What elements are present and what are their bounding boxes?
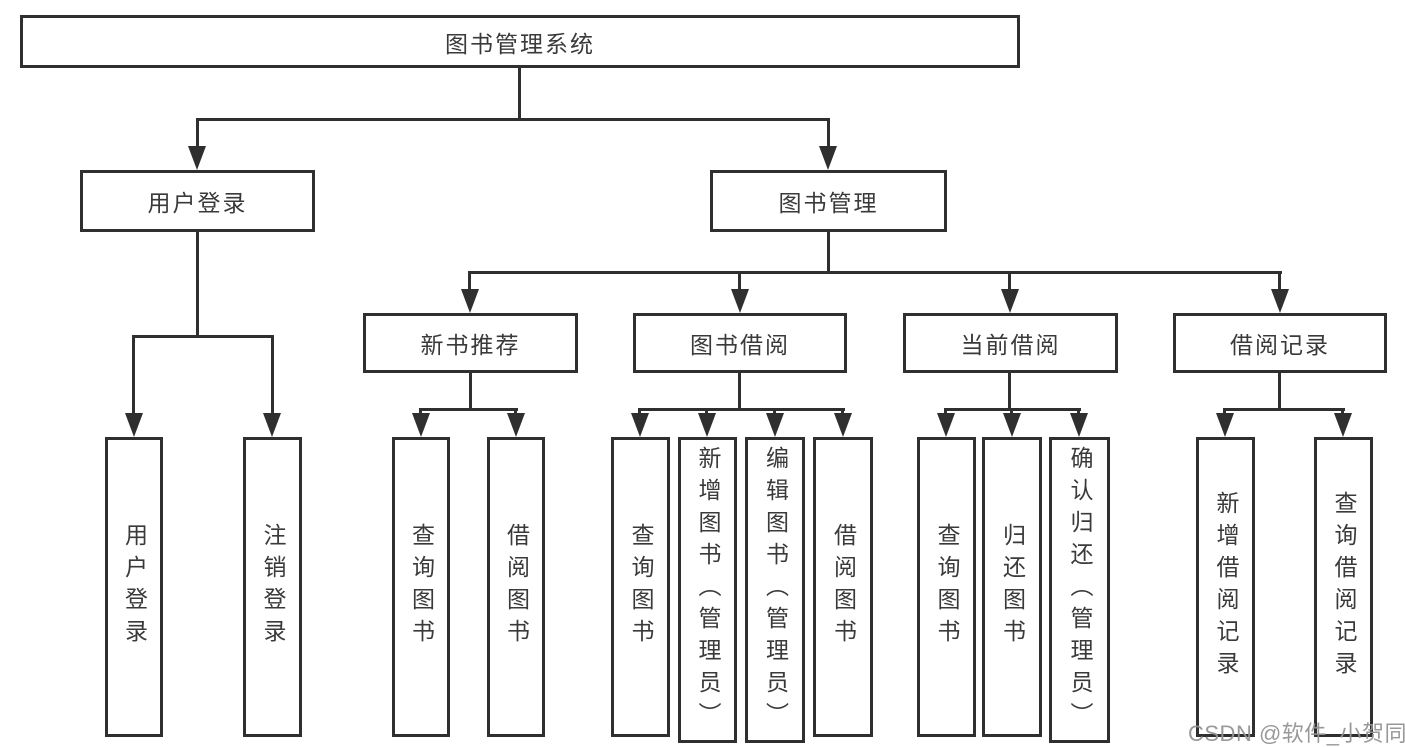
arrow-down-icon <box>507 413 525 437</box>
leaf-return-books: 归还图书 <box>982 437 1042 737</box>
arrow-down-icon <box>1003 413 1021 437</box>
connector-vline <box>827 232 830 274</box>
connector-vline <box>1008 271 1011 291</box>
arrow-down-icon <box>1271 289 1289 313</box>
node-label: 归还图书 <box>999 523 1026 651</box>
connector-vline <box>196 118 199 148</box>
node-borrow-records: 借阅记录 <box>1173 313 1387 373</box>
connector-hline <box>1223 408 1345 411</box>
node-label: 编辑图书（管理员） <box>762 446 789 734</box>
node-label: 图书借阅 <box>690 332 790 358</box>
connector-vline <box>638 408 641 415</box>
connector-vline <box>1278 373 1281 411</box>
arrow-down-icon <box>412 413 430 437</box>
arrow-down-icon <box>263 413 281 437</box>
node-label: 新增图书（管理员） <box>695 446 721 734</box>
connector-vline <box>271 335 274 415</box>
connector-vline <box>1077 408 1080 415</box>
arrow-down-icon <box>1334 413 1352 437</box>
node-library-system: 图书管理系统 <box>20 15 1020 68</box>
node-label: 借阅记录 <box>1230 332 1330 358</box>
node-label: 新增借阅记录 <box>1213 491 1239 683</box>
connector-hline <box>132 335 274 338</box>
leaf-edit-books-admin: 编辑图书（管理员） <box>745 437 805 743</box>
node-label: 图书管理 <box>778 190 879 216</box>
connector-vline <box>944 408 947 415</box>
connector-vline <box>514 408 517 415</box>
leaf-borrow-query-books: 查询图书 <box>611 437 670 737</box>
connector-vline <box>827 118 830 148</box>
connector-vline <box>1223 408 1226 415</box>
node-label: 借阅图书 <box>830 523 857 651</box>
connector-vline <box>738 373 741 411</box>
leaf-current-query-books: 查询图书 <box>917 437 976 737</box>
connector-hline <box>196 118 830 121</box>
connector-hline <box>638 408 845 411</box>
arrow-down-icon <box>834 413 852 437</box>
node-label: 当前借阅 <box>960 332 1061 358</box>
node-label: 确认归还（管理员） <box>1067 446 1093 734</box>
node-label: 查询图书 <box>408 523 435 651</box>
connector-vline <box>841 408 844 415</box>
connector-vline <box>518 67 521 121</box>
leaf-recommend-borrow-books: 借阅图书 <box>487 437 545 737</box>
leaf-borrow-books: 借阅图书 <box>813 437 873 737</box>
connector-vline <box>1278 271 1281 291</box>
node-label: 用户登录 <box>121 523 148 651</box>
connector-vline <box>1341 408 1344 415</box>
arrow-down-icon <box>766 413 784 437</box>
node-label: 用户登录 <box>147 190 248 216</box>
connector-vline <box>1008 373 1011 411</box>
leaf-add-books-admin: 新增图书（管理员） <box>678 437 737 743</box>
arrow-down-icon <box>1216 413 1234 437</box>
node-label: 查询借阅记录 <box>1331 491 1357 683</box>
arrow-down-icon <box>1070 413 1088 437</box>
arrow-down-icon <box>1001 289 1019 313</box>
node-label: 图书管理系统 <box>445 30 595 57</box>
connector-hline <box>468 271 1282 274</box>
connector-vline <box>1010 408 1013 415</box>
node-label: 查询图书 <box>934 523 960 651</box>
connector-vline <box>469 373 472 411</box>
leaf-logout: 注销登录 <box>243 437 302 737</box>
node-label: 新书推荐 <box>420 332 521 358</box>
node-book-management: 图书管理 <box>710 170 947 232</box>
leaf-add-borrow-record: 新增借阅记录 <box>1196 437 1255 737</box>
connector-vline <box>419 408 422 415</box>
connector-vline <box>132 335 135 415</box>
arrow-down-icon <box>698 413 716 437</box>
connector-vline <box>773 408 776 415</box>
node-book-borrow: 图书借阅 <box>633 313 847 373</box>
node-current-borrow: 当前借阅 <box>903 313 1118 373</box>
connector-vline <box>738 271 741 291</box>
node-user-login: 用户登录 <box>80 170 315 232</box>
leaf-user-login: 用户登录 <box>105 437 163 737</box>
arrow-down-icon <box>731 289 749 313</box>
node-label: 借阅图书 <box>503 523 530 651</box>
leaf-confirm-return-admin: 确认归还（管理员） <box>1049 437 1110 743</box>
node-label: 注销登录 <box>260 523 286 651</box>
node-label: 查询图书 <box>628 523 654 651</box>
csdn-watermark: CSDN @软件_小贺同学 <box>1188 721 1405 746</box>
arrow-down-icon <box>125 413 143 437</box>
arrow-down-icon <box>937 413 955 437</box>
leaf-query-borrow-record: 查询借阅记录 <box>1314 437 1373 737</box>
connector-vline <box>705 408 708 415</box>
arrow-down-icon <box>631 413 649 437</box>
connector-vline <box>196 232 199 338</box>
arrow-down-icon <box>819 146 837 170</box>
connector-hline <box>419 408 518 411</box>
node-new-book-recommend: 新书推荐 <box>363 313 578 373</box>
connector-vline <box>468 271 471 291</box>
arrow-down-icon <box>461 289 479 313</box>
arrow-down-icon <box>188 146 206 170</box>
leaf-recommend-query-books: 查询图书 <box>392 437 450 737</box>
